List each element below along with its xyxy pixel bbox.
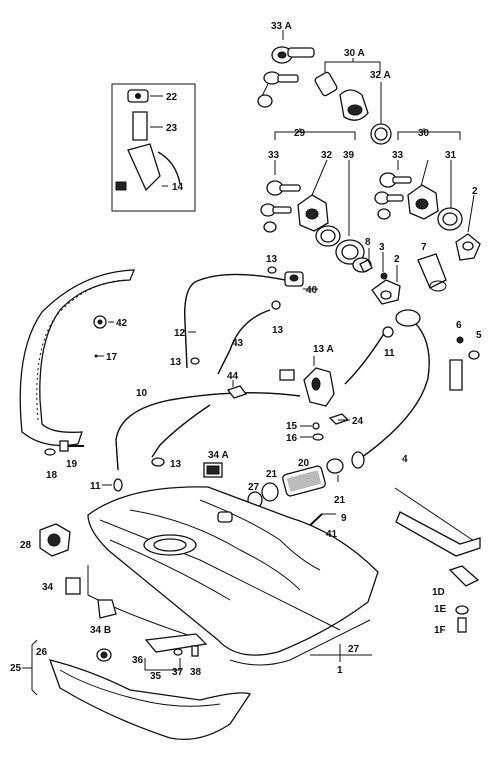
label-4: 4 bbox=[402, 454, 408, 465]
label-11b: 11 bbox=[90, 481, 101, 492]
label-22: 22 bbox=[166, 92, 178, 103]
fuel-cap-30a-group bbox=[314, 58, 392, 145]
label-13A: 13 A bbox=[313, 344, 334, 355]
bracket-34b bbox=[97, 599, 117, 619]
label-35: 35 bbox=[150, 671, 162, 682]
label-27b: 27 bbox=[348, 644, 360, 655]
label-9: 9 bbox=[341, 513, 347, 524]
filler-neck-parts bbox=[359, 248, 447, 305]
label-15: 15 bbox=[286, 421, 298, 432]
clip-34a bbox=[203, 462, 223, 478]
vent-valve-and-hoses bbox=[184, 266, 318, 375]
label-43: 43 bbox=[232, 338, 244, 349]
label-38: 38 bbox=[190, 667, 202, 678]
label-1D: 1D bbox=[432, 587, 445, 598]
label-34: 34 bbox=[42, 582, 54, 593]
label-19: 19 bbox=[66, 459, 78, 470]
label-18: 18 bbox=[46, 470, 58, 481]
label-17: 17 bbox=[106, 352, 118, 363]
label-36: 36 bbox=[132, 655, 144, 666]
label-2b: 2 bbox=[394, 254, 400, 265]
label-11a: 11 bbox=[384, 348, 395, 359]
label-20: 20 bbox=[298, 458, 310, 469]
key-lock-33a-group bbox=[257, 30, 315, 108]
label-1F: 1F bbox=[434, 625, 446, 636]
label-33b: 33 bbox=[392, 150, 404, 161]
label-31: 31 bbox=[445, 150, 457, 161]
label-3: 3 bbox=[379, 242, 385, 253]
detail-inset-box bbox=[111, 83, 196, 212]
lock-assembly-29-group bbox=[260, 128, 372, 273]
label-34A: 34 A bbox=[208, 450, 229, 461]
label-32: 32 bbox=[321, 150, 333, 161]
label-34B: 34 B bbox=[90, 625, 111, 636]
vent-bracket-13a bbox=[226, 356, 350, 441]
label-24: 24 bbox=[352, 416, 364, 427]
label-30A: 30 A bbox=[344, 48, 365, 59]
label-33A: 33 A bbox=[271, 21, 292, 32]
label-39: 39 bbox=[343, 150, 355, 161]
filler-pipe-4 bbox=[344, 309, 480, 469]
rubber-sleeve-20 bbox=[247, 458, 344, 509]
label-13d: 13 bbox=[170, 459, 182, 470]
label-32A: 32 A bbox=[370, 70, 391, 81]
label-23: 23 bbox=[166, 123, 178, 134]
label-41: 41 bbox=[326, 529, 338, 540]
label-13c: 13 bbox=[170, 357, 182, 368]
label-14: 14 bbox=[172, 182, 184, 193]
label-30: 30 bbox=[418, 128, 430, 139]
label-33a: 33 bbox=[268, 150, 280, 161]
label-25: 25 bbox=[10, 663, 22, 674]
fuel-tank-1 bbox=[87, 486, 379, 666]
label-44: 44 bbox=[227, 371, 239, 382]
label-12: 12 bbox=[174, 328, 186, 339]
label-28: 28 bbox=[20, 540, 32, 551]
wheel-arch-liner-17 bbox=[19, 269, 135, 447]
label-21a: 21 bbox=[266, 469, 278, 480]
label-29: 29 bbox=[294, 128, 306, 139]
label-13b: 13 bbox=[272, 325, 284, 336]
label-5: 5 bbox=[476, 330, 482, 341]
label-26: 26 bbox=[36, 647, 48, 658]
label-2a: 2 bbox=[472, 186, 478, 197]
bolt-18-19 bbox=[44, 440, 84, 456]
sender-unit-28 bbox=[39, 523, 71, 557]
label-1E: 1E bbox=[434, 604, 447, 615]
label-27a: 27 bbox=[248, 482, 260, 493]
underbody-shield-25 bbox=[22, 633, 251, 741]
label-37: 37 bbox=[172, 667, 184, 678]
label-16: 16 bbox=[286, 433, 298, 444]
label-42: 42 bbox=[116, 318, 128, 329]
clip-34 bbox=[65, 577, 81, 595]
label-8: 8 bbox=[365, 237, 371, 248]
lock-assembly-30-group bbox=[374, 128, 481, 261]
strap-detail-inset bbox=[394, 487, 481, 633]
label-13a: 13 bbox=[266, 254, 278, 265]
label-21b: 21 bbox=[334, 495, 346, 506]
label-40: 40 bbox=[306, 285, 318, 296]
vent-hose-10 bbox=[102, 392, 301, 492]
label-7: 7 bbox=[421, 242, 427, 253]
label-10: 10 bbox=[136, 388, 148, 399]
label-6: 6 bbox=[456, 320, 462, 331]
label-1: 1 bbox=[337, 665, 343, 676]
